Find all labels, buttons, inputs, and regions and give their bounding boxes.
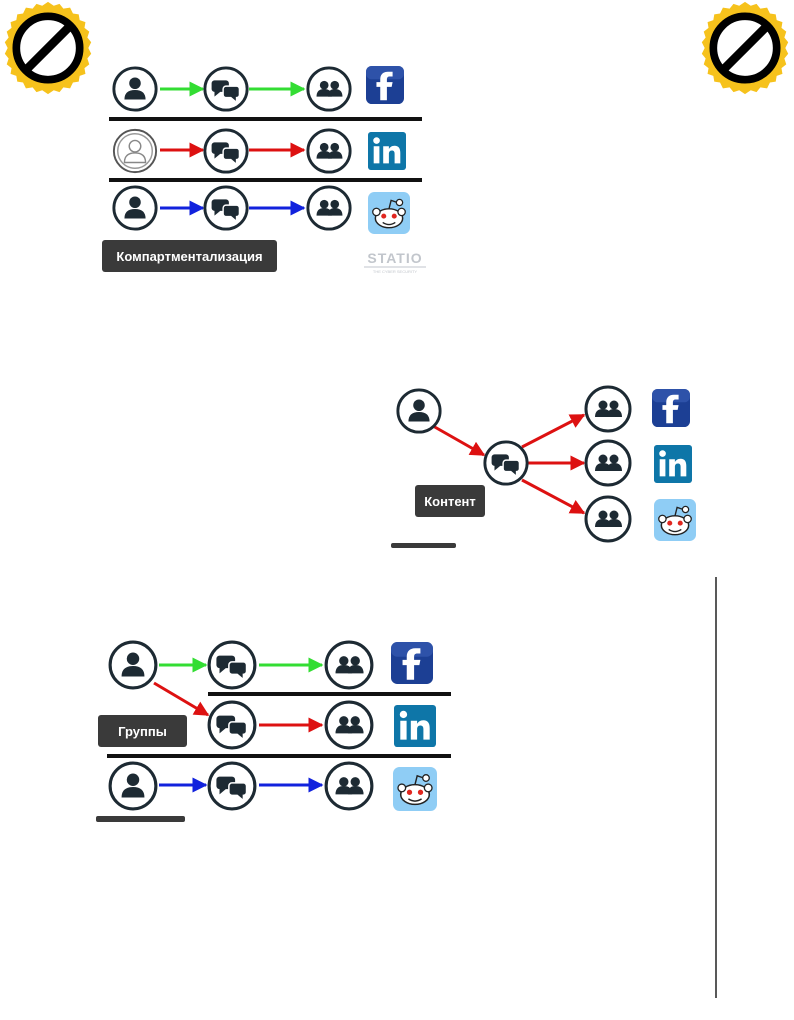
reddit-logo [654, 499, 696, 541]
chat-icon [203, 128, 249, 174]
arrow-red [521, 413, 586, 449]
audience-icon [306, 185, 352, 231]
label-compartmentalization-text: Компартментализация [116, 249, 262, 264]
no-sign-icon-left [5, 2, 91, 94]
label-content: Контент [415, 485, 485, 517]
label-compartmentalization: Компартментализация [102, 240, 277, 272]
user-icon [112, 185, 158, 231]
user-icon [112, 66, 158, 112]
audience-icon [584, 385, 632, 433]
diagram-compartmentalization: Компартментализация STATIO THE CYBER SEC… [102, 66, 426, 274]
arrow-red [153, 681, 210, 717]
facebook-logo [366, 66, 404, 104]
label-groups: Группы [98, 715, 187, 747]
chat-icon [203, 66, 249, 112]
statio-brand-text: STATIO [367, 250, 422, 266]
user-icon [108, 640, 158, 690]
arrow-red [521, 478, 586, 515]
reddit-logo [392, 767, 438, 811]
reddit-logo [368, 191, 410, 235]
label-groups-text: Группы [118, 724, 167, 739]
chat-icon [483, 440, 529, 486]
audience-icon [306, 128, 352, 174]
user-icon [108, 761, 158, 811]
statio-watermark: STATIO THE CYBER SECURITY [364, 250, 426, 274]
arrow-red [432, 424, 486, 457]
user-icon-alt [112, 128, 158, 174]
cropped-label-fragment [96, 816, 185, 822]
chat-icon [207, 700, 257, 750]
audience-icon [584, 495, 632, 543]
diagram-groups: Группы [96, 640, 451, 822]
chat-icon [207, 640, 257, 690]
audience-icon [306, 66, 352, 112]
audience-icon [324, 700, 374, 750]
no-sign-icon-right [702, 2, 788, 94]
diagram-content: Контент [391, 385, 696, 548]
audience-icon [324, 640, 374, 690]
facebook-logo [652, 389, 690, 427]
facebook-logo [391, 642, 433, 684]
linkedin-logo [368, 132, 406, 170]
linkedin-logo [394, 705, 436, 747]
chat-icon [207, 761, 257, 811]
statio-tagline-text: THE CYBER SECURITY [373, 269, 418, 274]
audience-icon [324, 761, 374, 811]
chat-icon [203, 185, 249, 231]
user-icon [396, 388, 442, 434]
cropped-label-fragment [391, 543, 456, 548]
label-content-text: Контент [424, 494, 476, 509]
linkedin-logo [654, 445, 692, 483]
audience-icon [584, 439, 632, 487]
